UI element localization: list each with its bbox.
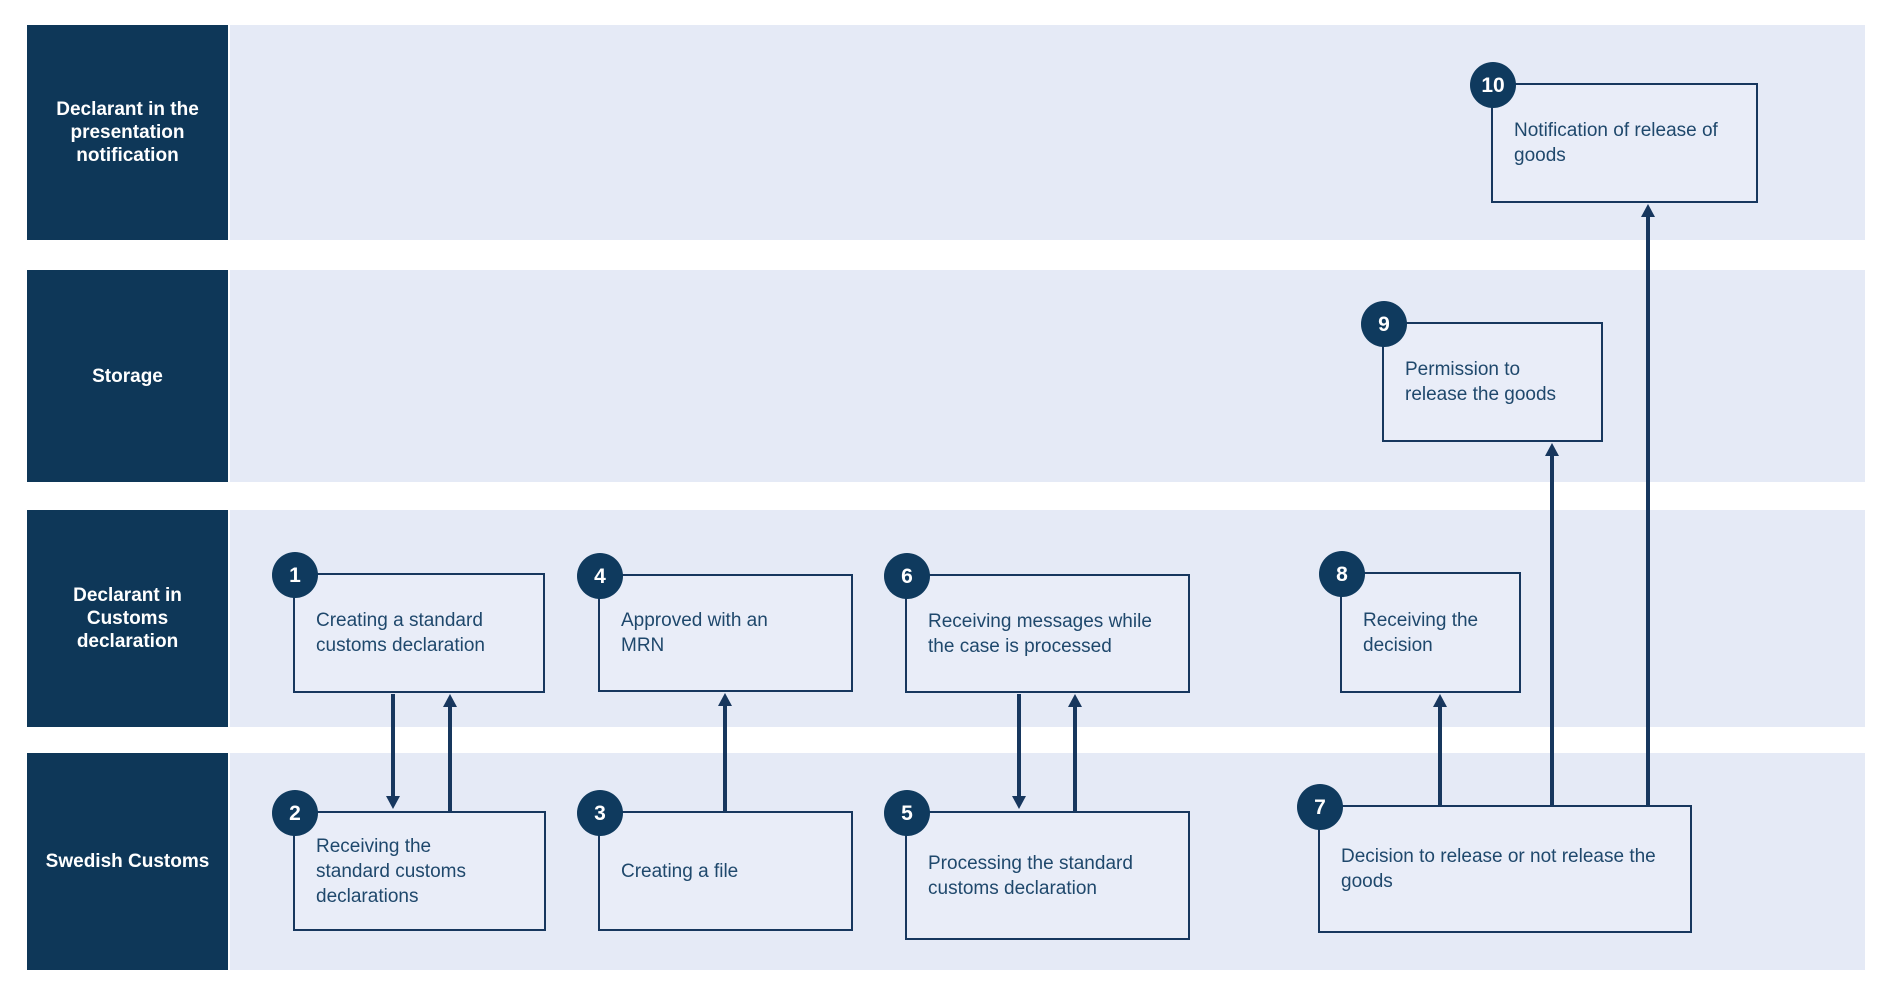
- arrow-step7-to-step8: [1433, 694, 1447, 805]
- step-7-number-badge: 7: [1297, 784, 1343, 830]
- step-10-label: Notification of release of goods: [1514, 120, 1718, 166]
- arrowhead-up-icon: [1068, 694, 1082, 707]
- step-3-number-badge: 3: [577, 790, 623, 836]
- step-box-7: 7 Decision to release or not release the…: [1297, 784, 1692, 933]
- step-6-number-badge: 6: [884, 553, 930, 599]
- step-3-label: Creating a file: [621, 860, 739, 882]
- arrow-step5-to-step6: [1068, 694, 1082, 811]
- step-2-number-badge: 2: [272, 790, 318, 836]
- step-box-10: 10 Notification of release of goods: [1470, 62, 1758, 203]
- step-box-1: 1 Creating a standard customs declaratio…: [272, 552, 545, 693]
- step-5-label: Processing the standard customs declarat…: [928, 852, 1133, 899]
- arrow-step3-to-step4: [718, 693, 732, 811]
- step-box-5: 5 Processing the standard customs declar…: [884, 790, 1190, 940]
- step-1-label: Creating a standard customs declaration: [316, 610, 485, 656]
- arrowhead-up-icon: [1433, 694, 1447, 707]
- lane-header-swedish-customs: Swedish Customs: [27, 753, 228, 970]
- lane-body-storage: [230, 270, 1865, 482]
- step-7-label: Decision to release or not release the g…: [1341, 846, 1656, 892]
- lane-header-declarant-customs-declaration: Declarant in Customs declaration: [27, 510, 228, 727]
- step-1-number-badge: 1: [272, 552, 318, 598]
- step-6-label: Receiving messages while the case is pro…: [928, 610, 1152, 657]
- step-box-3: 3 Creating a file: [577, 790, 853, 931]
- step-box-6: 6 Receiving messages while the case is p…: [884, 553, 1190, 693]
- step-8-number-badge: 8: [1319, 551, 1365, 597]
- step-2-label: Receiving the standard customs declarati…: [316, 835, 466, 907]
- step-box-4: 4 Approved with an MRN: [577, 553, 853, 692]
- step-box-8: 8 Receiving the decision: [1319, 551, 1521, 693]
- arrow-step6-to-step5: [1012, 694, 1026, 809]
- arrowhead-up-icon: [443, 694, 457, 707]
- step-10-number-badge: 10: [1470, 62, 1516, 108]
- arrow-step1-to-step2: [386, 694, 400, 809]
- step-9-number-badge: 9: [1361, 301, 1407, 347]
- step-box-9: 9 Permission to release the goods: [1361, 301, 1603, 442]
- arrow-step7-to-step9: [1545, 443, 1559, 805]
- arrow-step7-to-step10: [1641, 204, 1655, 805]
- arrowhead-up-icon: [718, 693, 732, 706]
- step-9-label: Permission to release the goods: [1405, 359, 1557, 405]
- step-4-number-badge: 4: [577, 553, 623, 599]
- step-8-label: Receiving the decision: [1363, 609, 1479, 656]
- lane-header-storage: Storage: [27, 270, 228, 482]
- step-5-number-badge: 5: [884, 790, 930, 836]
- arrow-step2-to-step1: [443, 694, 457, 811]
- arrowhead-up-icon: [1545, 443, 1559, 456]
- arrowhead-down-icon: [386, 796, 400, 809]
- lane-header-declarant-presentation-notification: Declarant in the presentation notificati…: [27, 25, 228, 240]
- step-box-2: 2 Receiving the standard customs declara…: [272, 790, 546, 931]
- arrowhead-up-icon: [1641, 204, 1655, 217]
- arrowhead-down-icon: [1012, 796, 1026, 809]
- step-4-label: Approved with an MRN: [621, 610, 768, 656]
